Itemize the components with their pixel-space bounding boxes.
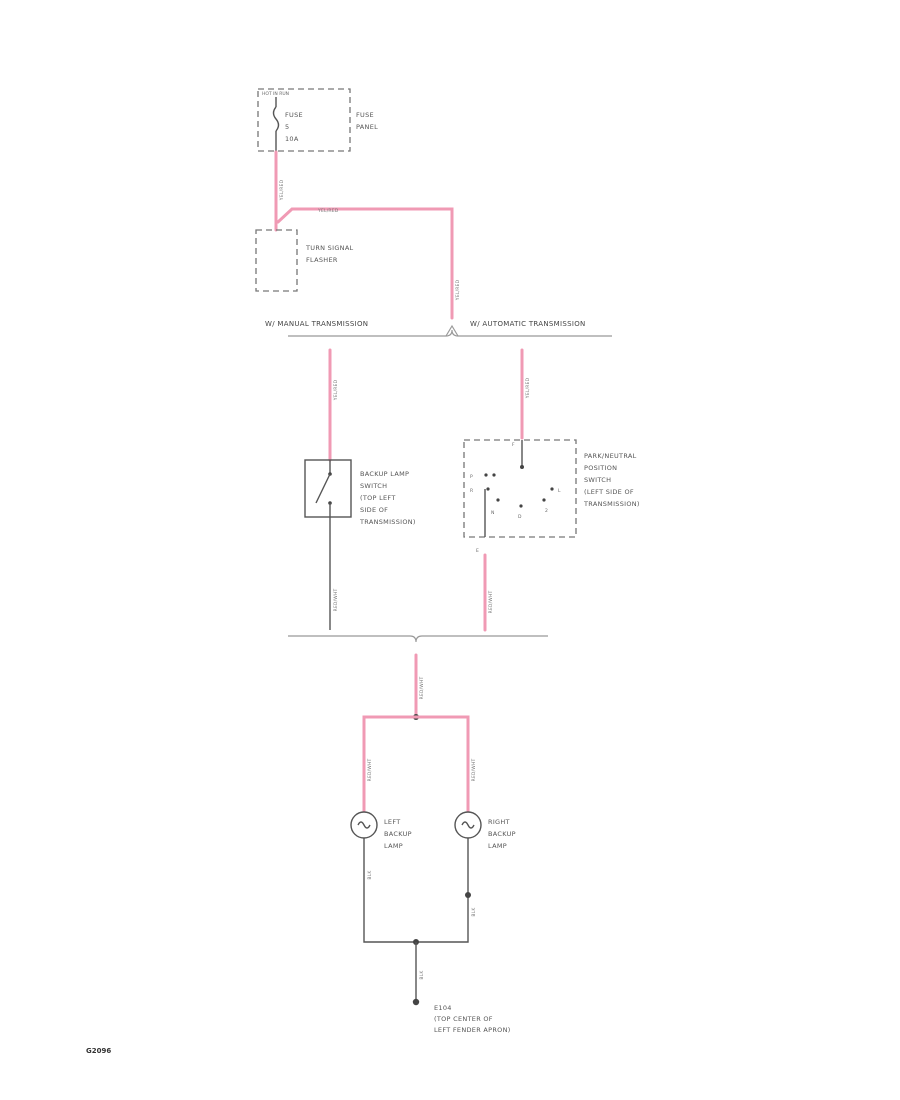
fuse-panel: HOT IN RUN FUSE 5 10A FUSE PANEL	[257, 88, 378, 152]
ground-label: E104 (TOP CENTER OF LEFT FENDER APRON)	[434, 1004, 511, 1034]
right-lamp-label-2: BACKUP	[488, 830, 516, 838]
wire-label-to-right-lamp: RED/WHT	[471, 758, 477, 781]
section-manual-label: W/ MANUAL TRANSMISSION	[265, 320, 368, 328]
park-switch-pos-d: D	[518, 514, 522, 520]
park-switch-contact-d	[519, 504, 523, 508]
park-switch-contact-2	[542, 498, 546, 502]
backup-lamp-switch: BACKUP LAMP SWITCH (TOP LEFT SIDE OF TRA…	[304, 459, 416, 526]
backup-switch-label-3: (TOP LEFT	[360, 494, 396, 502]
wire-label-ground-trunk: BLK	[419, 970, 425, 980]
wire-label-flasher-jumper: YEL/RED	[317, 208, 339, 214]
right-ground-connector	[465, 892, 471, 898]
park-switch-pos-l: L	[558, 488, 561, 494]
flasher-outline	[255, 229, 298, 292]
merge-bus-line	[288, 635, 548, 643]
left-lamp-label-2: BACKUP	[384, 830, 412, 838]
park-switch-label-5: TRANSMISSION)	[583, 500, 640, 508]
ground-label-1: E104	[434, 1004, 452, 1012]
flasher-label-1: TURN SIGNAL	[305, 244, 354, 252]
transmission-split: W/ MANUAL TRANSMISSION W/ AUTOMATIC TRAN…	[265, 320, 612, 337]
fuse-panel-header: HOT IN RUN	[262, 91, 289, 97]
left-lamp-filament	[357, 821, 371, 829]
fuse-rating: 10A	[285, 135, 299, 143]
wire-label-flasher-right: YEL/RED	[455, 279, 461, 301]
left-lamp-label-3: LAMP	[384, 842, 403, 850]
fuse-symbol	[272, 106, 280, 132]
wire-label-right-ground: BLK	[471, 907, 477, 917]
park-switch-label-2: POSITION	[584, 464, 617, 472]
wire-flasher-jumper	[276, 207, 454, 320]
right-lamp-filament	[461, 821, 475, 829]
diagram-code: G2096	[86, 1047, 111, 1055]
park-switch-label-3: SWITCH	[584, 476, 611, 484]
park-switch-contact-l	[550, 487, 554, 491]
wire-label-to-park-switch: YEL/RED	[525, 377, 531, 399]
park-switch-pos-n: N	[491, 510, 494, 516]
park-switch-contact-r	[486, 487, 490, 491]
section-divider-bus	[288, 329, 612, 337]
wire-label-fuse-to-flasher: YEL/RED	[279, 179, 285, 201]
right-backup-lamp: RIGHT BACKUP LAMP	[454, 811, 516, 850]
fuse-panel-label-2: PANEL	[356, 123, 378, 131]
park-switch-pos-r: R	[470, 488, 473, 494]
park-switch-pos-p: P	[470, 474, 473, 480]
park-switch-contact-n	[496, 498, 500, 502]
left-lamp-label-1: LEFT	[384, 818, 401, 826]
wire-label-from-backup-switch: RED/WHT	[333, 588, 339, 611]
fuse-panel-label-1: FUSE	[356, 111, 374, 119]
right-lamp-label-3: LAMP	[488, 842, 507, 850]
backup-switch-label-1: BACKUP LAMP	[360, 470, 409, 478]
backup-switch-outline	[304, 459, 352, 518]
park-switch-pos-2: 2	[545, 508, 548, 514]
park-neutral-position-switch: F P R N D 2 L E PARK/NEUTRAL POSITION SW…	[463, 439, 640, 554]
wire-label-trunk: RED/WHT	[419, 676, 425, 699]
backup-switch-label-5: TRANSMISSION)	[359, 518, 416, 526]
park-switch-label-1: PARK/NEUTRAL	[584, 452, 637, 460]
section-automatic-label: W/ AUTOMATIC TRANSMISSION	[470, 320, 586, 328]
park-switch-common-contact	[520, 465, 524, 469]
backup-switch-label-2: SWITCH	[360, 482, 387, 490]
turn-signal-flasher: TURN SIGNAL FLASHER	[255, 229, 354, 292]
park-switch-contact-p2	[492, 473, 496, 477]
left-backup-lamp: LEFT BACKUP LAMP	[350, 811, 412, 850]
park-switch-label-4: (LEFT SIDE OF	[584, 488, 634, 496]
park-switch-contact-p	[484, 473, 488, 477]
wire-label-from-park-switch: RED/WHT	[488, 590, 494, 613]
ground-label-3: LEFT FENDER APRON)	[434, 1026, 511, 1034]
wire-label-left-ground: BLK	[367, 870, 373, 880]
right-lamp-label-1: RIGHT	[488, 818, 510, 826]
wire-label-to-backup-switch: YEL/RED	[333, 379, 339, 401]
ground-label-2: (TOP CENTER OF	[434, 1015, 493, 1023]
fuse-panel-outline	[257, 88, 351, 152]
ground-point	[412, 998, 420, 1006]
wire-label-to-left-lamp: RED/WHT	[367, 758, 373, 781]
park-switch-outline	[463, 439, 577, 538]
park-switch-pin-top: F	[512, 442, 515, 448]
backup-switch-blade	[315, 473, 331, 504]
park-switch-pin-bottom: E	[476, 548, 479, 554]
wire-lamp-split	[362, 715, 470, 822]
fuse-number: 5	[285, 123, 289, 131]
wire-lamp-grounds	[363, 838, 469, 943]
backup-switch-label-4: SIDE OF	[360, 506, 388, 514]
flasher-label-2: FLASHER	[306, 256, 338, 264]
fuse-label: FUSE	[285, 111, 303, 119]
merge-bus	[288, 635, 548, 643]
section-divider-notch	[445, 324, 459, 337]
